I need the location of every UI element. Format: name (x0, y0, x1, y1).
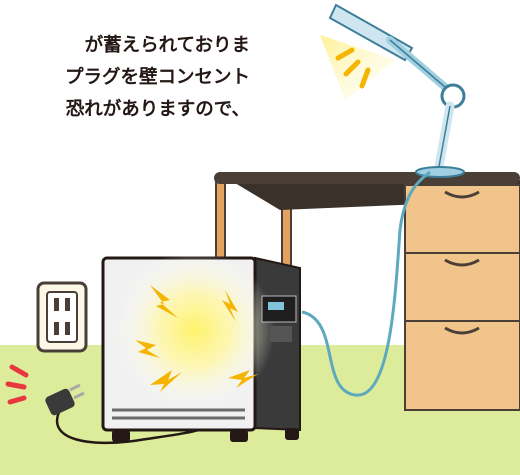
caption-line-2: プラグを壁コンセント (64, 67, 250, 88)
portable-power-station-icon (101, 250, 301, 442)
desk-lamp-icon (320, 3, 466, 178)
wall-outlet-icon (36, 281, 88, 353)
warning-marks (5, 364, 29, 405)
caption-line-3: 恐れがありますので、 (65, 99, 250, 120)
lamp-cable (301, 170, 431, 397)
caption-line-1: が蓄えられておりま (84, 35, 250, 56)
caption-text: が蓄えられておりま プラグを壁コンセント 恐れがありますので、 (0, 30, 250, 126)
power-plug-icon (45, 383, 85, 416)
